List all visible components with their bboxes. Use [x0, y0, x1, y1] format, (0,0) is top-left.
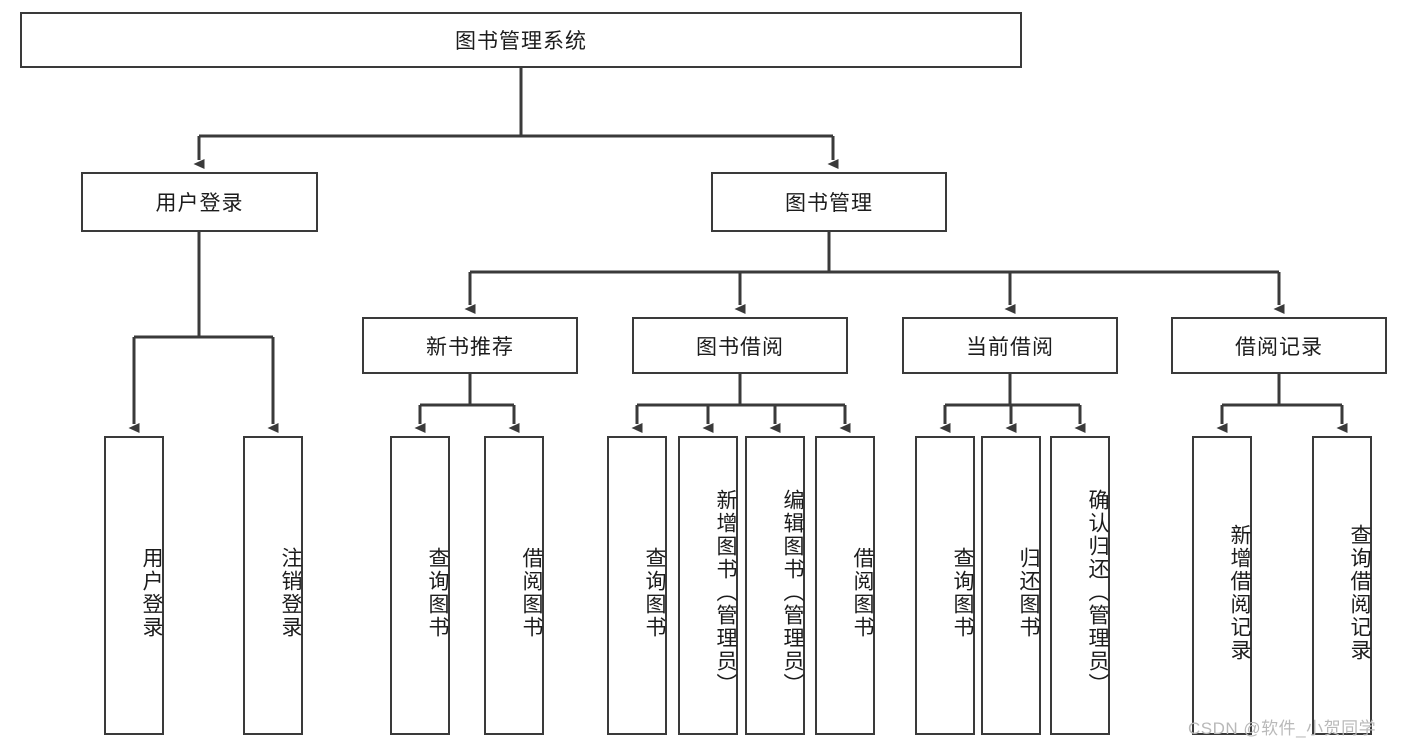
node-user-login-label: 用户登录 [155, 192, 244, 215]
leaf-label: 用户登录 [140, 546, 163, 639]
leaf-borrow-books[interactable]: 借阅图书 [815, 436, 875, 735]
node-book-management[interactable]: 图书管理 [711, 172, 947, 232]
leaf-borrow-books-recommend[interactable]: 借阅图书 [484, 436, 544, 735]
leaf-edit-book-admin[interactable]: 编辑图书（管理员） [745, 436, 805, 735]
leaf-label: 查询图书 [951, 546, 974, 639]
leaf-return-books[interactable]: 归还图书 [981, 436, 1041, 735]
node-book-borrow-label: 图书借阅 [696, 335, 784, 359]
node-root[interactable]: 图书管理系统 [20, 12, 1022, 68]
leaf-confirm-return-admin[interactable]: 确认归还（管理员） [1050, 436, 1110, 735]
node-borrow-records[interactable]: 借阅记录 [1171, 317, 1387, 374]
leaf-label: 借阅图书 [851, 546, 874, 639]
leaf-query-books-recommend[interactable]: 查询图书 [390, 436, 450, 735]
node-current-borrow-label: 当前借阅 [966, 335, 1054, 359]
csdn-watermark: CSDN @软件_小贺同学 [1188, 719, 1377, 738]
leaf-label: 查询图书 [426, 546, 449, 639]
node-current-borrow[interactable]: 当前借阅 [902, 317, 1118, 374]
leaf-query-borrow-record[interactable]: 查询借阅记录 [1312, 436, 1372, 735]
node-root-label: 图书管理系统 [455, 30, 587, 53]
leaf-label: 借阅图书 [520, 546, 543, 639]
leaf-label: 查询图书 [643, 546, 666, 639]
leaf-label: 新增图书（管理员） [714, 489, 737, 696]
leaf-query-books-borrow[interactable]: 查询图书 [607, 436, 667, 735]
leaf-user-login[interactable]: 用户登录 [104, 436, 164, 735]
node-new-book-recommend[interactable]: 新书推荐 [362, 317, 578, 374]
leaf-label: 编辑图书（管理员） [781, 489, 804, 696]
leaf-label: 确认归还（管理员） [1086, 489, 1109, 696]
node-book-management-label: 图书管理 [785, 192, 873, 215]
node-book-borrow[interactable]: 图书借阅 [632, 317, 848, 374]
node-new-book-recommend-label: 新书推荐 [426, 335, 514, 359]
leaf-query-books-current[interactable]: 查询图书 [915, 436, 975, 735]
leaf-logout[interactable]: 注销登录 [243, 436, 303, 735]
leaf-add-book-admin[interactable]: 新增图书（管理员） [678, 436, 738, 735]
leaf-label: 归还图书 [1017, 546, 1040, 639]
node-user-login[interactable]: 用户登录 [81, 172, 318, 232]
leaf-add-borrow-record[interactable]: 新增借阅记录 [1192, 436, 1252, 735]
node-borrow-records-label: 借阅记录 [1235, 335, 1323, 359]
leaf-label: 注销登录 [279, 546, 302, 639]
leaf-label: 新增借阅记录 [1228, 523, 1251, 662]
leaf-label: 查询借阅记录 [1348, 523, 1371, 662]
